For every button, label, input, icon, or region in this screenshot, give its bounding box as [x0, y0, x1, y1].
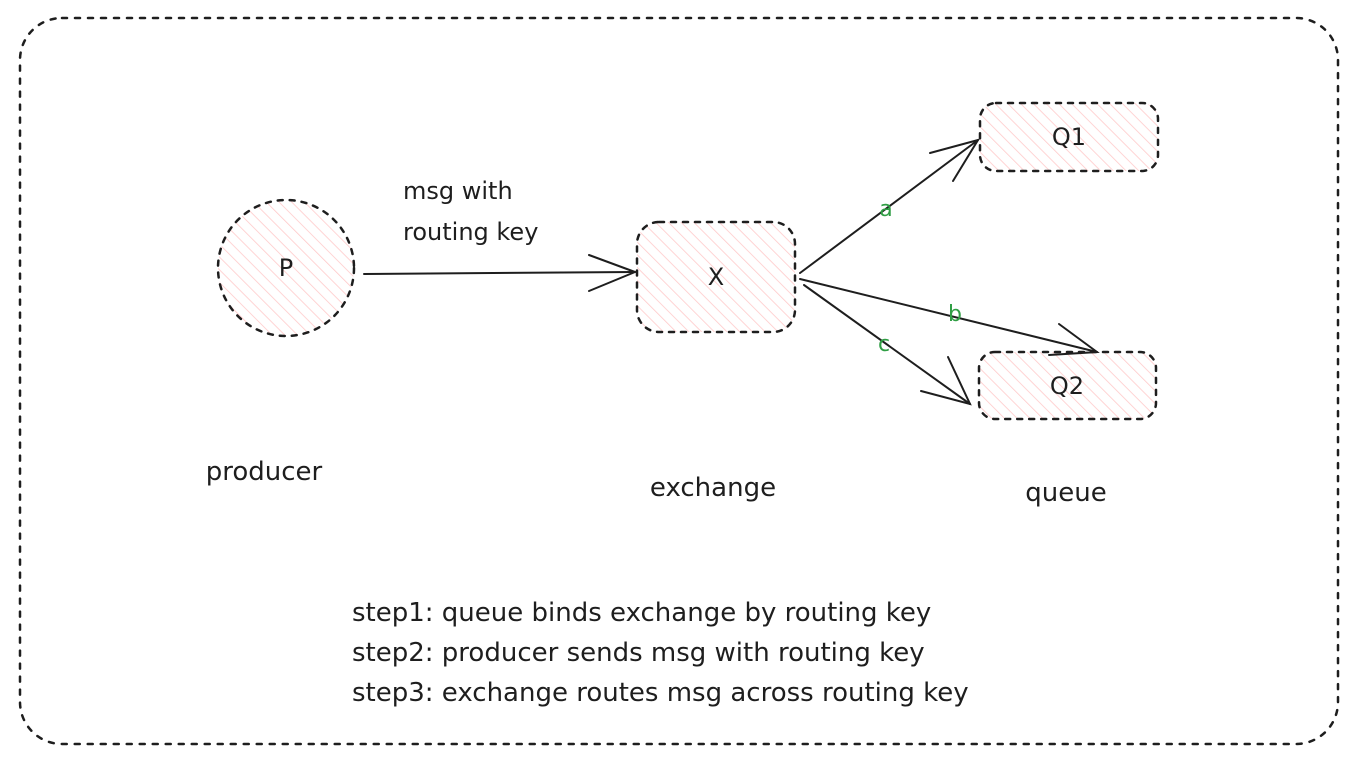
producer-symbol: P [279, 254, 293, 282]
queue1-node: Q1 [978, 101, 1160, 173]
arrowhead [588, 254, 638, 292]
queue-caption: queue [1025, 478, 1106, 508]
message-label-line2: routing key [403, 218, 538, 246]
arrowhead [929, 138, 981, 182]
step-1: step1: queue binds exchange by routing k… [352, 598, 931, 628]
arrow-line [363, 271, 636, 275]
exchange-box [635, 220, 797, 334]
producer-node: P [216, 198, 356, 338]
step-2: step2: producer sends msg with routing k… [352, 638, 925, 668]
producer-caption: producer [206, 457, 323, 487]
arrowhead [920, 356, 972, 406]
arrowhead [1048, 323, 1100, 356]
outer-frame [18, 16, 1340, 746]
exchange-caption: exchange [650, 473, 776, 503]
edge-label-a: a [879, 197, 892, 222]
arrow-producer-to-exchange [363, 254, 638, 292]
edge-label-b: b [948, 302, 962, 327]
step-3: step3: exchange routes msg across routin… [352, 678, 969, 708]
queue1-symbol: Q1 [1052, 123, 1086, 151]
queue2-box [977, 350, 1158, 421]
message-label-line1: msg with [403, 177, 513, 205]
arrow-exchange-to-q2-b [799, 278, 1100, 356]
queue1-box [978, 101, 1160, 173]
edge-label-c: c [878, 332, 890, 357]
arrow-line [799, 139, 979, 274]
arrow-exchange-to-q2-c [803, 284, 972, 406]
exchange-symbol: X [708, 263, 724, 291]
exchange-node: X [635, 220, 797, 334]
queue2-symbol: Q2 [1050, 372, 1084, 400]
queue2-node: Q2 [977, 350, 1158, 421]
arrow-exchange-to-q1 [799, 138, 981, 274]
arrow-line [803, 284, 971, 405]
producer-circle [216, 198, 356, 338]
arrow-line [799, 278, 1098, 353]
